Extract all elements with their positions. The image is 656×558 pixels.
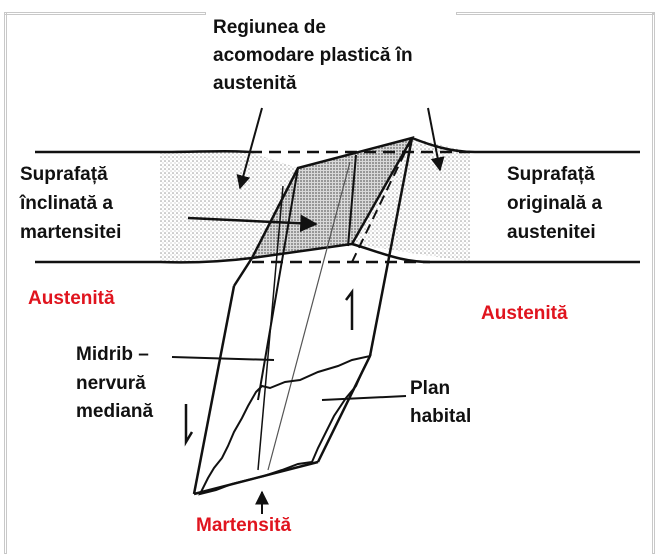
martensite-label: Martensită [196,515,292,536]
tilted-surface-outline [249,136,415,260]
original-surface-label-line2: originală a [507,193,603,214]
midrib-label-line1: Midrib – [76,344,149,365]
austenite-right-label: Austenită [481,303,568,324]
plastic-region-label-line2: acomodare plastică în [213,45,413,66]
midrib-line-2 [267,161,351,471]
habit-plane-interface [198,354,372,496]
plate-left-edge-top [232,257,254,287]
frame-right-edge [652,12,655,554]
original-surface-label-line3: austenitei [507,222,596,243]
tilted-surface-shade [252,138,412,258]
midrib-line-1 [257,185,284,471]
pointer-plastic-right [427,107,445,172]
pointer-midrib [171,356,275,361]
surface-line-upper-right [411,136,640,154]
pointer-tilted [187,214,318,233]
plate-front-edge [257,167,299,401]
frame-top-edge-right [456,12,654,15]
plastic-region-label-line1: Regiunea de [213,17,326,38]
surface-line-lower [35,256,253,264]
austenite-left-label: Austenită [28,288,115,309]
shear-arrow-up [345,288,354,330]
plate-left-edge [192,285,236,495]
habit-plane-label-line2: habital [410,406,472,427]
plate-right-edge [368,137,414,357]
plastic-region-label-line3: austenită [213,73,297,94]
tilted-surface-label-line3: martensitei [20,222,122,243]
frame-top-edge-left [4,12,206,15]
surface-line-upper [35,149,251,154]
pointer-plastic-left [236,107,263,190]
tilted-surface-label-line2: înclinată a [20,193,113,214]
shear-arrow-down [184,404,194,447]
midrib-label-line2: nervură [76,373,146,394]
midrib-label-line3: mediană [76,401,154,422]
habit-plane-label-line1: Plan [410,378,451,399]
dashed-edge-right [351,137,413,263]
original-surface-label-line1: Suprafață [507,164,595,185]
pointer-habit [321,395,407,401]
tilted-surface-label-line1: Suprafață [20,164,108,185]
